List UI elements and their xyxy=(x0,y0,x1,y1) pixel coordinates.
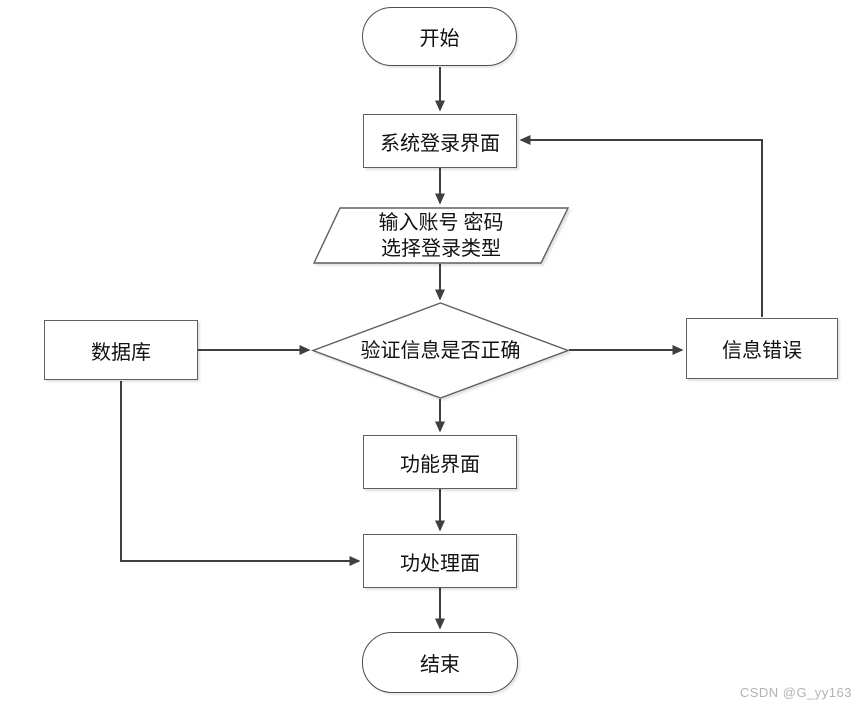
node-input: 输入账号 密码 选择登录类型 xyxy=(312,207,570,264)
parallelogram-shape xyxy=(312,207,570,264)
csdn-watermark: CSDN @G_yy163 xyxy=(739,685,852,700)
node-input-label-line1: 输入账号 密码 xyxy=(378,211,504,234)
decision-diamond-shape xyxy=(310,302,571,399)
node-function: 功能界面 xyxy=(363,435,517,489)
node-process-label: 功处理面 xyxy=(400,552,480,575)
node-login-label: 系统登录界面 xyxy=(380,132,500,155)
edge-database-process xyxy=(120,381,361,566)
node-function-label: 功能界面 xyxy=(400,453,480,476)
node-database-label: 数据库 xyxy=(91,341,151,364)
node-verify: 验证信息是否正确 xyxy=(310,302,571,399)
node-input-label-line2: 选择登录类型 xyxy=(381,237,501,260)
node-end: 结束 xyxy=(362,632,518,693)
node-login: 系统登录界面 xyxy=(363,114,517,168)
node-start: 开始 xyxy=(362,7,517,66)
node-verify-label: 验证信息是否正确 xyxy=(360,339,521,362)
node-end-label: 结束 xyxy=(420,654,460,676)
node-start-label: 开始 xyxy=(419,28,460,50)
node-process: 功处理面 xyxy=(363,534,517,588)
node-error: 信息错误 xyxy=(686,318,838,379)
node-error-label: 信息错误 xyxy=(722,340,802,362)
node-input-label: 输入账号 密码 选择登录类型 xyxy=(379,210,504,262)
node-database: 数据库 xyxy=(44,320,198,380)
edge-error-login xyxy=(519,135,763,317)
